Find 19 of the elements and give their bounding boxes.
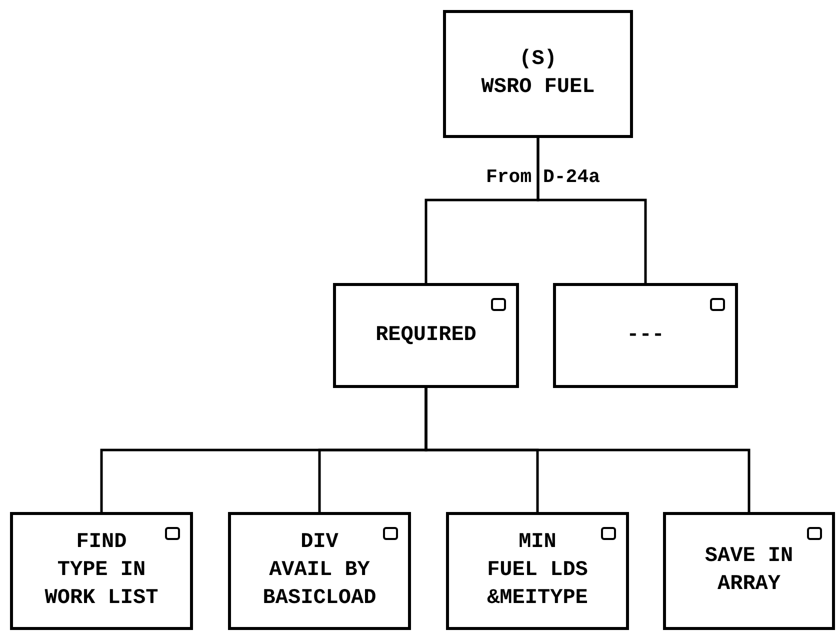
- task-box: [228, 512, 411, 630]
- task-text: FIND TYPE IN WORK LIST: [44, 530, 158, 612]
- task-text: ---: [626, 322, 664, 348]
- task-text: REQUIRED: [376, 322, 476, 348]
- task-box: [663, 512, 835, 630]
- source-reference: From: [486, 166, 532, 188]
- task-text: WSRO FUEL: [481, 75, 595, 101]
- task-box: [10, 512, 193, 630]
- connector-line: [424, 388, 750, 512]
- connector-line: [536, 138, 647, 283]
- task-text: MIN FUEL LDS &MEITYPE: [487, 530, 588, 612]
- source-reference: D-24a: [543, 166, 600, 188]
- task-text: SAVE IN ARRAY: [704, 544, 794, 598]
- task-text: (S): [519, 47, 557, 73]
- task-box: [443, 10, 633, 138]
- task-box: [333, 283, 519, 388]
- task-box: [553, 283, 738, 388]
- task-text: DIV AVAIL BY BASICLOAD: [262, 530, 376, 612]
- task-box: [446, 512, 629, 630]
